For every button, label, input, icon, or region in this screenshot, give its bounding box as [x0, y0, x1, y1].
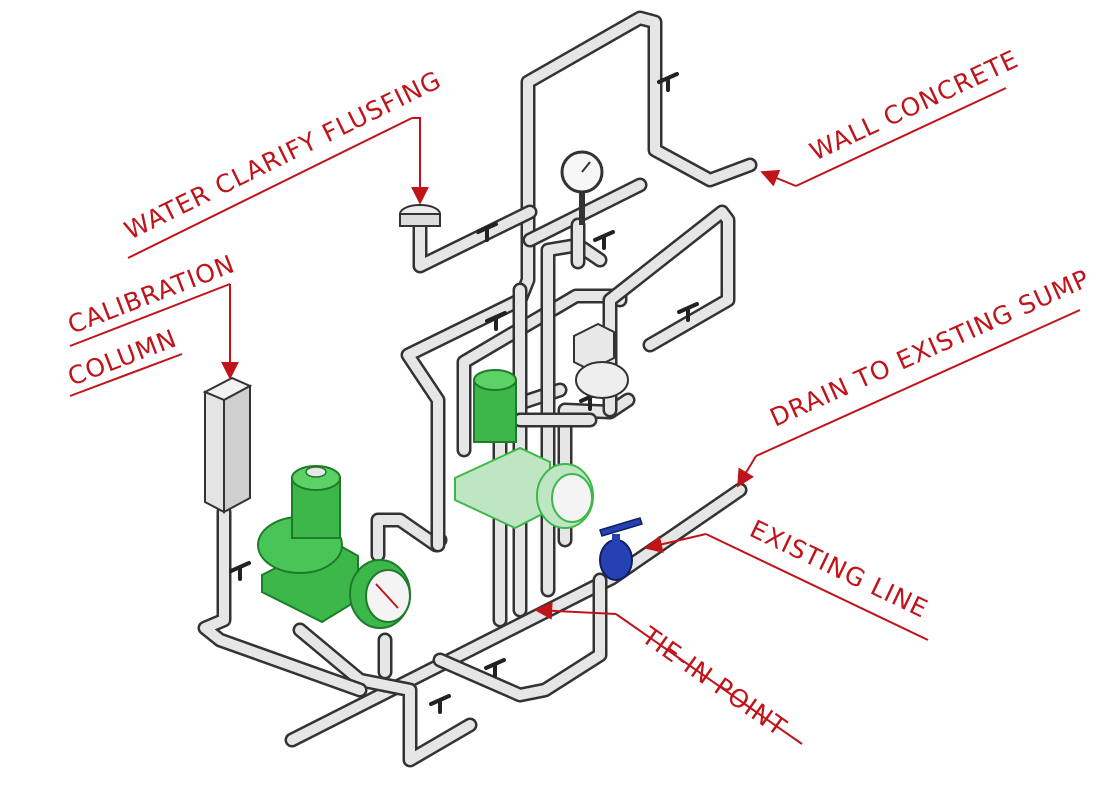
- water-clarify-leader: [411, 117, 429, 205]
- pressure-gauge: [560, 150, 604, 225]
- tie-in-underline: [615, 613, 803, 745]
- valve-handle: [593, 230, 615, 250]
- flushing-disc-fitting: [399, 204, 441, 227]
- valve-handle: [485, 311, 507, 331]
- pipe-segment-outline: [400, 10, 758, 553]
- blue-ball-valve: [599, 517, 643, 581]
- existing-line-label: EXISTING LINE: [745, 514, 932, 624]
- valve-handle: [476, 222, 498, 242]
- existing-line-leader: [644, 533, 707, 554]
- calibration-label: CALIBRATION: [64, 249, 239, 339]
- drain-leader: [737, 455, 757, 488]
- column-underline: [69, 353, 183, 397]
- tie-in-label: TIE-IN POINT: [636, 621, 792, 743]
- valve-handle: [484, 658, 506, 678]
- pipe-segment: [605, 207, 733, 415]
- drain-underline: [755, 309, 1081, 457]
- wall-concrete-label: WALL CONCRETE: [805, 44, 1023, 166]
- dosing-pump-front: [257, 465, 411, 629]
- valve-handle: [229, 561, 251, 581]
- pipe-segment: [403, 13, 755, 550]
- existing-line-underline: [705, 533, 929, 641]
- calibration-underline: [69, 283, 231, 347]
- drain-label: DRAIN TO EXISTING SUMP: [766, 264, 1095, 433]
- wall-concrete-underline: [795, 87, 1007, 187]
- wall-concrete-leader: [760, 169, 797, 187]
- pipe-segment: [200, 507, 365, 695]
- valve-handle: [429, 694, 451, 714]
- water-clarify-underline: [127, 117, 413, 259]
- valve-handle: [677, 302, 699, 322]
- calibration-column-tank: [202, 376, 253, 514]
- water-clarify-label: WATER CLARIFY FLUSFING: [120, 65, 446, 245]
- valve-handle: [657, 72, 679, 92]
- dosing-pump-back: [454, 369, 594, 530]
- pipe-segment: [415, 207, 535, 271]
- pipe-segment: [435, 575, 605, 700]
- tie-in-leader: [534, 601, 617, 620]
- valve-body-box: [573, 322, 629, 399]
- pipe-segment: [295, 625, 475, 765]
